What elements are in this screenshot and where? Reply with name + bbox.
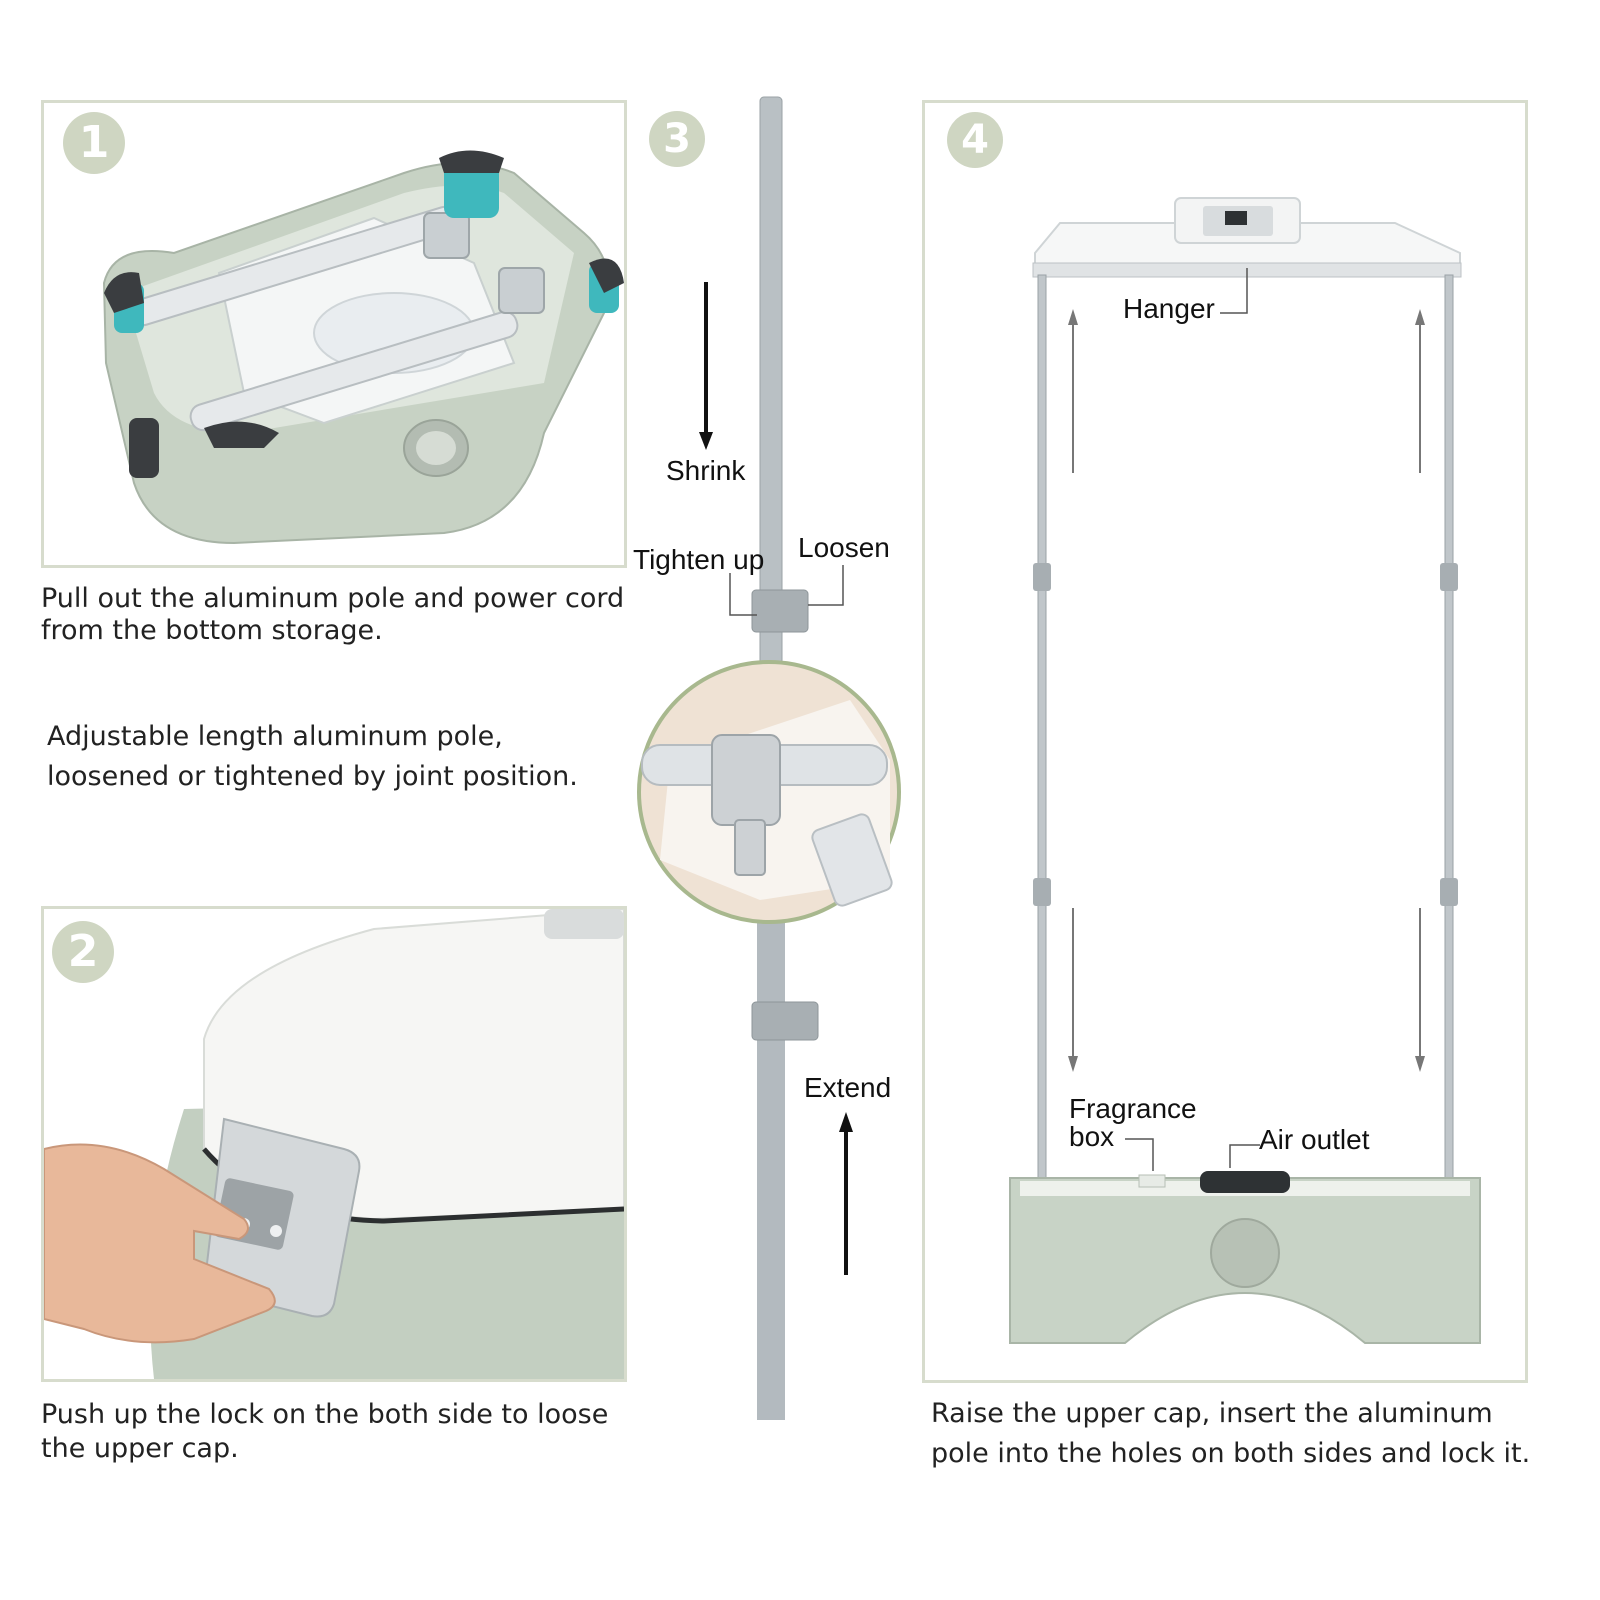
air-outlet-label: Air outlet: [1259, 1124, 1370, 1155]
step3-note-line2: loosened or tightened by joint position.: [47, 761, 578, 792]
hanger-label: Hanger: [1123, 293, 1215, 324]
base-storage-illustration: [102, 150, 624, 545]
shrink-label: Shrink: [666, 455, 746, 486]
step1-caption-line1: Pull out the aluminum pole and power cor…: [41, 583, 625, 614]
step2-caption-line2: the upper cap.: [41, 1433, 239, 1464]
step4-panel: [922, 100, 1528, 1383]
assembled-dryer-illustration: [1009, 197, 1481, 1344]
step3-note-line1: Adjustable length aluminum pole,: [47, 721, 503, 752]
step2-badge: 2: [52, 921, 114, 983]
step2-panel: [41, 906, 627, 1382]
step1-caption-line2: from the bottom storage.: [41, 615, 383, 646]
step2-caption-line1: Push up the lock on the both side to loo…: [41, 1399, 609, 1430]
step1-panel: [41, 100, 627, 568]
step4-badge: 4: [947, 112, 1003, 168]
upper-cap-lock-illustration: [44, 909, 624, 1379]
step4-caption-line2: pole into the holes on both sides and lo…: [931, 1438, 1531, 1469]
extend-label: Extend: [804, 1072, 892, 1103]
fragrance-box-label-line2: box: [1069, 1121, 1115, 1152]
loosen-label: Loosen: [798, 532, 890, 563]
step4-caption-line1: Raise the upper cap, insert the aluminum: [931, 1398, 1493, 1429]
fragrance-box-label-line1: Fragrance: [1069, 1093, 1197, 1124]
tighten-up-label: Tighten up: [633, 544, 765, 575]
step3-badge: 3: [649, 111, 705, 167]
step1-badge: 1: [63, 112, 125, 174]
